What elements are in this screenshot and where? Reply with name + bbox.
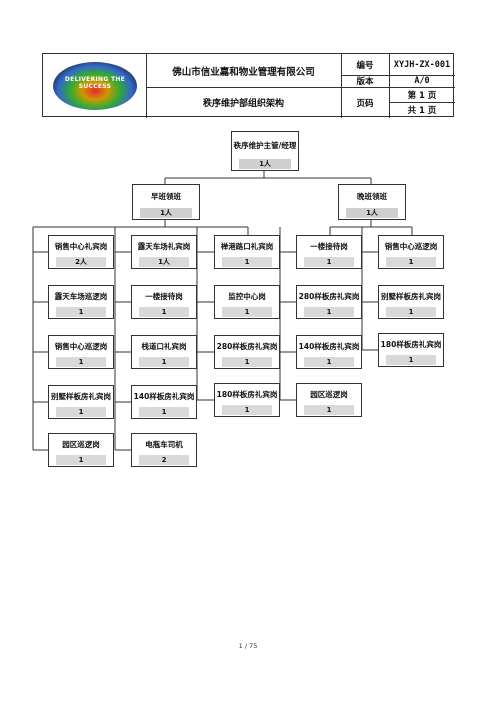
post-title: 销售中心巡逻岗: [384, 242, 438, 251]
post-count: 1: [386, 307, 436, 317]
post-title: 园区巡逻岗: [62, 440, 100, 449]
post-title: 销售中心巡逻岗: [54, 342, 108, 351]
org-box: 140样板房礼宾岗 1: [296, 335, 362, 369]
post-title: 别墅样板房礼宾岗: [381, 292, 441, 301]
day-shift-title: 早班领班: [151, 191, 181, 201]
post-title: 电瓶车司机: [145, 440, 183, 449]
post-title: 180样板房礼宾岗: [216, 390, 278, 399]
post-title: 一楼接待岗: [310, 242, 348, 251]
post-title: 露天车场礼宾岗: [137, 242, 191, 251]
post-title: 280样板房礼宾岗: [216, 342, 278, 351]
post-title: 140样板房礼宾岗: [133, 392, 195, 401]
post-count: 1: [304, 307, 354, 317]
post-count: 1: [56, 407, 106, 417]
post-count: 1: [304, 405, 354, 415]
post-count: 2人: [56, 257, 106, 267]
post-count: 1: [304, 357, 354, 367]
post-count: 1: [386, 257, 436, 267]
org-box: 180样板房礼宾岗 1: [214, 383, 280, 417]
post-count: 1: [139, 407, 189, 417]
org-box: 别墅样板房礼宾岗 1: [378, 285, 444, 319]
day-shift-count: 1人: [140, 208, 192, 218]
org-head-box: 秩序维护主管/经理 1人: [231, 131, 299, 171]
org-box: 园区巡逻岗 1: [48, 433, 114, 467]
org-box: 280样板房礼宾岗 1: [214, 335, 280, 369]
post-count: 1: [304, 257, 354, 267]
post-title: 园区巡逻岗: [310, 390, 348, 399]
org-box: 露天车场礼宾岗 1人: [131, 235, 197, 269]
page-total: 共 1 页: [407, 106, 437, 116]
post-count: 2: [139, 455, 189, 465]
org-box: 禅港路口礼宾岗 1: [214, 235, 280, 269]
page-number: 1 / 75: [238, 642, 258, 650]
org-box: 露天车场巡逻岗 1: [48, 285, 114, 319]
page-label: 页码: [356, 98, 374, 109]
org-head-count: 1人: [239, 159, 291, 169]
document-header-table: DELIVERING THE SUCCESS 佛山市信业嘉和物业管理有限公司 秩…: [42, 53, 455, 118]
company-logo: [53, 62, 137, 110]
version-value: A/0: [414, 76, 430, 86]
day-shift-box: 早班领班 1人: [132, 184, 200, 220]
post-title: 销售中心礼宾岗: [54, 242, 108, 251]
post-count: 1: [56, 307, 106, 317]
post-title: 一楼接待岗: [145, 292, 183, 301]
post-title: 露天车场巡逻岗: [54, 292, 108, 301]
company-name: 佛山市信业嘉和物业管理有限公司: [172, 66, 315, 78]
code-label: 编号: [356, 60, 374, 71]
org-box: 一楼接待岗 1: [296, 235, 362, 269]
org-box: 销售中心礼宾岗 2人: [48, 235, 114, 269]
org-box: 280样板房礼宾岗 1: [296, 285, 362, 319]
post-count: 1: [222, 405, 272, 415]
post-title: 别墅样板房礼宾岗: [51, 392, 111, 401]
org-box: 180样板房礼宾岗 1: [378, 333, 444, 367]
post-title: 栈道口礼宾岗: [141, 342, 187, 351]
org-box: 140样板房礼宾岗 1: [131, 385, 197, 419]
logo-text: DELIVERING THE SUCCESS: [64, 76, 126, 90]
post-title: 180样板房礼宾岗: [380, 340, 442, 349]
post-title: 140样板房礼宾岗: [298, 342, 360, 351]
org-box: 销售中心巡逻岗 1: [378, 235, 444, 269]
version-label: 版本: [356, 77, 374, 87]
post-title: 禅港路口礼宾岗: [220, 242, 274, 251]
org-box: 一楼接待岗 1: [131, 285, 197, 319]
org-box: 监控中心岗 1: [214, 285, 280, 319]
post-count: 1: [56, 455, 106, 465]
org-box: 销售中心巡逻岗 1: [48, 335, 114, 369]
post-count: 1: [386, 355, 436, 365]
post-count: 1: [222, 307, 272, 317]
page-current: 第 1 页: [407, 90, 437, 101]
night-shift-box: 晚班领班 1人: [338, 184, 406, 220]
org-box: 园区巡逻岗 1: [296, 383, 362, 417]
org-box: 电瓶车司机 2: [131, 433, 197, 467]
post-count: 1: [222, 257, 272, 267]
post-count: 1: [56, 357, 106, 367]
post-count: 1: [139, 357, 189, 367]
org-head-title: 秩序维护主管/经理: [233, 140, 297, 150]
org-box: 别墅样板房礼宾岗 1: [48, 385, 114, 419]
org-box: 栈道口礼宾岗 1: [131, 335, 197, 369]
code-value: XYJH-ZX-001: [393, 59, 451, 70]
post-title: 监控中心岗: [228, 292, 266, 301]
night-shift-count: 1人: [346, 208, 398, 218]
night-shift-title: 晚班领班: [357, 191, 387, 201]
post-count: 1: [139, 307, 189, 317]
post-title: 280样板房礼宾岗: [298, 292, 360, 301]
post-count: 1人: [139, 257, 189, 267]
document-title: 秩序维护部组织架构: [202, 99, 284, 109]
post-count: 1: [222, 357, 272, 367]
